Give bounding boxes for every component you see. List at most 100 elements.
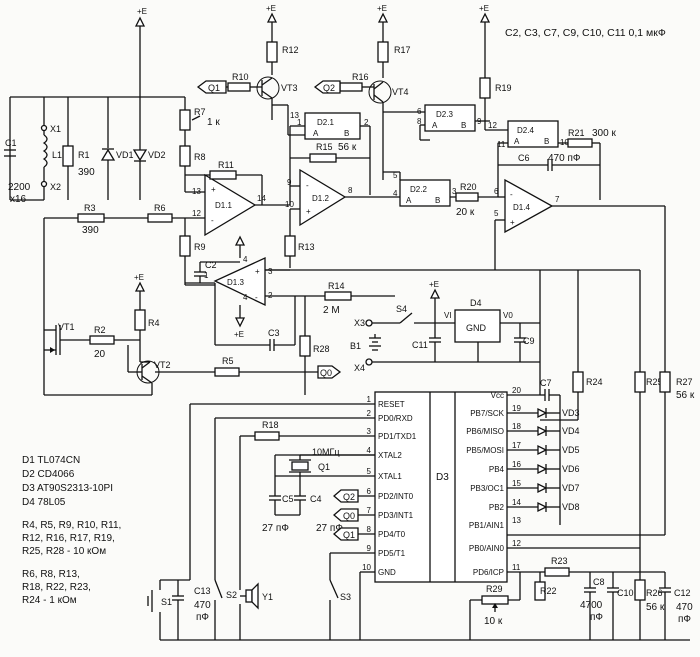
svg-text:R4: R4 <box>148 318 160 328</box>
svg-text:+E: +E <box>234 330 244 339</box>
svg-text:GND: GND <box>466 323 487 333</box>
svg-text:470: 470 <box>676 602 693 613</box>
mcu-pin-name: GND <box>378 568 396 577</box>
mcu-pin-number: 5 <box>367 467 372 476</box>
svg-text:B1: B1 <box>350 341 361 351</box>
mcu-pin-number: 3 <box>367 427 372 436</box>
mcu-pin-number: 18 <box>512 422 521 431</box>
power-arrow-1: +E <box>134 7 147 150</box>
led-vd8: VD8 <box>507 501 580 513</box>
svg-text:12: 12 <box>192 209 201 218</box>
svg-text:6: 6 <box>494 187 499 196</box>
svg-text:R15: R15 <box>316 142 333 152</box>
svg-text:B: B <box>544 137 549 146</box>
svg-text:R2: R2 <box>94 325 106 335</box>
svg-text:R13: R13 <box>298 242 315 252</box>
svg-text:C9: C9 <box>523 336 535 346</box>
mcu-pin-number: 17 <box>512 441 521 450</box>
svg-text:R16: R16 <box>352 72 369 82</box>
opamp-d1-3: +- D1.3 321 4 4 +E C2 C3 R14 2 М R2 <box>185 235 395 395</box>
mcu-pin-name: PB7/SCK <box>470 409 504 418</box>
svg-text:1: 1 <box>204 271 209 280</box>
power-arrow-4: +E <box>479 4 491 78</box>
svg-text:R25: R25 <box>646 377 663 387</box>
svg-text:VT2: VT2 <box>154 360 171 370</box>
mcu-pin-name: PD0/RXD <box>378 414 413 423</box>
svg-text:R5: R5 <box>222 356 234 366</box>
q1-label-tag <box>196 80 227 94</box>
svg-text:R18, R22, R23,: R18, R22, R23, <box>22 582 91 593</box>
svg-text:-: - <box>306 181 309 190</box>
q0-tag-mcu <box>333 508 359 522</box>
led-vd5: VD5 <box>507 444 580 456</box>
svg-text:R19: R19 <box>495 83 512 93</box>
svg-text:13: 13 <box>290 111 299 120</box>
svg-text:3: 3 <box>268 267 273 276</box>
mcu-pin-number: 1 <box>367 395 372 404</box>
svg-text:R1: R1 <box>78 150 90 160</box>
svg-text:X1: X1 <box>50 124 61 134</box>
svg-text:C4: C4 <box>310 494 322 504</box>
svg-text:VD8: VD8 <box>562 502 580 512</box>
svg-text:VD7: VD7 <box>562 483 580 493</box>
svg-text:X4: X4 <box>354 363 365 373</box>
svg-text:VD2: VD2 <box>148 150 166 160</box>
svg-text:10: 10 <box>285 200 294 209</box>
svg-text:R9: R9 <box>194 242 206 252</box>
mcu-pin-name: XTAL2 <box>378 451 402 460</box>
svg-text:10 к: 10 к <box>484 616 503 627</box>
svg-text:x16: x16 <box>10 194 27 205</box>
svg-text:B: B <box>344 129 349 138</box>
mcu-pin-name: PB5/MOSI <box>466 446 504 455</box>
svg-text:D1.2: D1.2 <box>312 194 329 203</box>
svg-text:D1.4: D1.4 <box>513 203 530 212</box>
mcu-pin-name: RESET <box>378 400 405 409</box>
svg-text:1: 1 <box>297 118 302 127</box>
led-bar: VD3 VD4 VD5 VD6 VD7 VD8 <box>507 395 580 525</box>
svg-text:C5: C5 <box>282 494 294 504</box>
svg-text:R29: R29 <box>486 584 503 594</box>
q2-label-tag <box>313 80 341 94</box>
svg-text:56 к: 56 к <box>646 602 665 613</box>
mcu-pin-number: 9 <box>367 544 372 553</box>
mcu-pin-number: 19 <box>512 404 521 413</box>
mcu-pin-number: 4 <box>367 446 372 455</box>
svg-text:2200: 2200 <box>8 182 31 193</box>
svg-text:Q1: Q1 <box>318 462 330 472</box>
mcu-d3: D3 <box>374 391 508 583</box>
q1-tag-mcu <box>333 527 359 541</box>
svg-text:D3: D3 <box>436 472 449 483</box>
svg-text:+E: +E <box>377 4 387 13</box>
svg-text:пФ: пФ <box>678 614 691 625</box>
svg-text:1 к: 1 к <box>207 117 220 128</box>
svg-text:C6: C6 <box>518 153 530 163</box>
svg-text:R3: R3 <box>84 203 96 213</box>
opamp-d1-4: -+ D1.4 657 <box>494 178 666 372</box>
svg-text:10МГц: 10МГц <box>312 447 340 457</box>
svg-text:A: A <box>514 137 520 146</box>
svg-text:R6, R8, R13,: R6, R8, R13, <box>22 569 80 580</box>
svg-text:C10: C10 <box>617 588 634 598</box>
svg-text:+E: +E <box>266 4 276 13</box>
svg-text:5: 5 <box>494 209 499 218</box>
mcu-pin-name: PD6/ICP <box>473 568 504 577</box>
svg-text:56 к: 56 к <box>676 390 695 401</box>
svg-text:C8: C8 <box>593 577 605 587</box>
bottom-right: R22 R23 R29 10 к C8 4700 пФ C10 R26 56 к <box>469 548 693 640</box>
svg-text:+: + <box>306 207 311 216</box>
svg-text:R26: R26 <box>646 588 663 598</box>
svg-text:R7: R7 <box>194 107 206 117</box>
svg-text:D2.1: D2.1 <box>317 118 334 127</box>
mcu-pin-name: Vcc <box>491 391 504 400</box>
mcu-pin-number: 10 <box>362 563 371 572</box>
svg-text:3: 3 <box>452 187 457 196</box>
svg-text:Q2: Q2 <box>323 83 335 93</box>
svg-text:20: 20 <box>94 349 106 360</box>
led-vd7: VD7 <box>507 482 580 494</box>
svg-text:VD4: VD4 <box>562 426 580 436</box>
svg-text:A: A <box>406 196 412 205</box>
